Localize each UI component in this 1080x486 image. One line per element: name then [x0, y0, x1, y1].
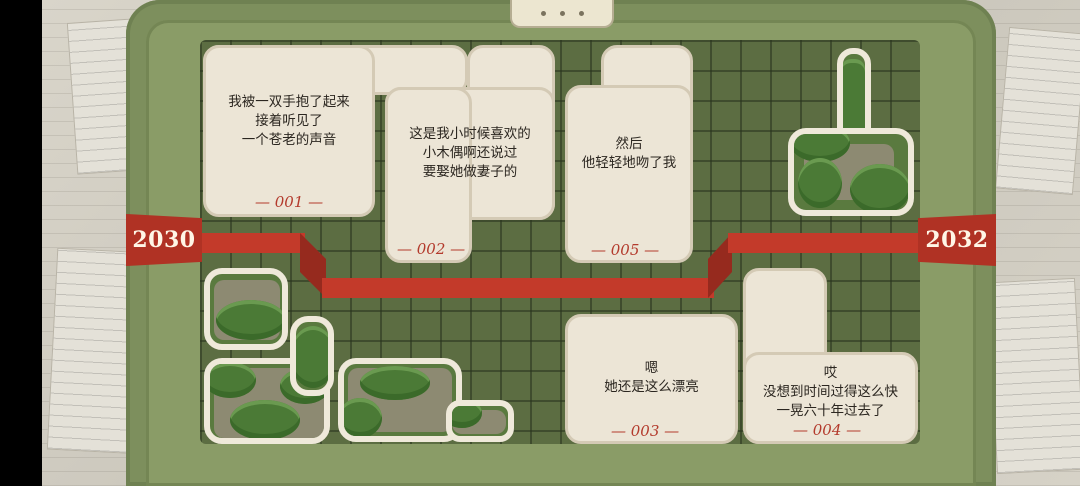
memory-card-004[interactable]: 哎 没想到时间过得这么快 一晃六十年过去了 — 004 — [743, 268, 918, 444]
memory-card-001[interactable]: 我被一双手抱了起来 接着听见了 一个苍老的声音 — 001 — [203, 45, 468, 217]
card-004-text: 哎 没想到时间过得这么快 一晃六十年过去了 [763, 365, 898, 419]
card-003-number: — 003 — [611, 422, 680, 440]
memory-card-005[interactable]: 然后 他轻轻地吻了我 — 005 — [565, 45, 693, 263]
card-003-text: 嗯 她还是这么漂亮 [604, 360, 699, 395]
box-clasp[interactable] [510, 0, 614, 28]
memory-card-003[interactable]: 嗯 她还是这么漂亮 — 003 — [565, 314, 738, 444]
maze-piece-left-bottom-tab[interactable] [290, 316, 334, 396]
card-005-number: — 005 — [591, 241, 660, 259]
timeline-start-year: 2030 [126, 214, 202, 266]
memory-card-002[interactable]: 这是我小时候喜欢的 小木偶啊还说过 要娶她做妻子的 — 002 — [385, 45, 555, 263]
letterbox [0, 0, 42, 486]
maze-piece-left-top[interactable] [204, 268, 288, 350]
card-002-text: 这是我小时候喜欢的 小木偶啊还说过 要娶她做妻子的 [409, 126, 531, 180]
card-004-number: — 004 — [793, 421, 862, 439]
timeline-end-year: 2032 [918, 214, 996, 266]
card-002-number: — 002 — [397, 240, 466, 258]
card-001-number: — 001 — [255, 193, 324, 211]
card-005-text: 然后 他轻轻地吻了我 [581, 136, 677, 171]
card-001-text: 我被一双手抱了起来 接着听见了 一个苍老的声音 [228, 94, 350, 148]
